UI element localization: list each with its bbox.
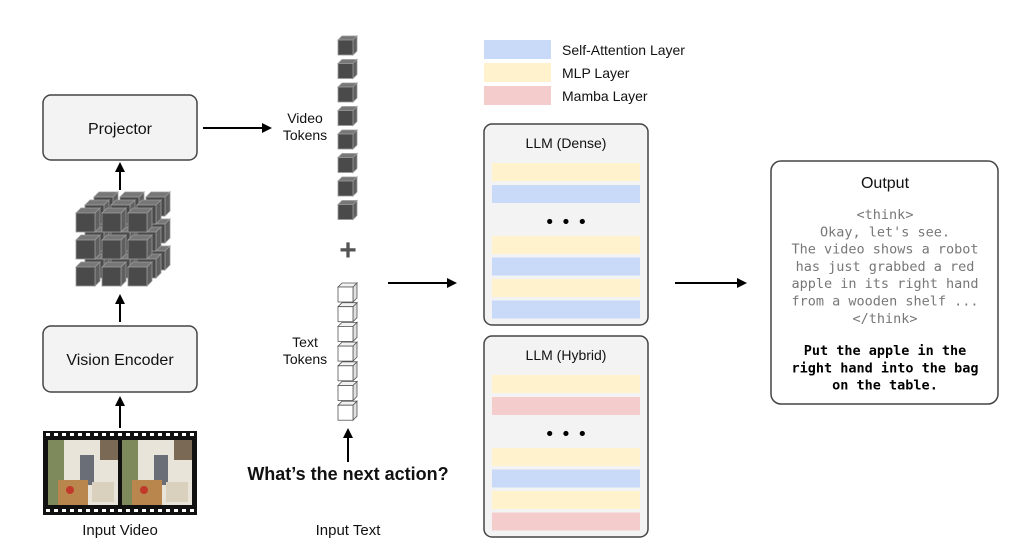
feature-cube xyxy=(75,261,101,287)
video-token-cube xyxy=(337,35,358,56)
video-token-cube xyxy=(337,176,358,197)
think-line: has just grabbed a red xyxy=(796,259,975,275)
legend-label-mlp: MLP Layer xyxy=(562,65,630,81)
text-token-cube xyxy=(337,360,358,382)
vision-encoder-box: Vision Encoder xyxy=(42,325,198,393)
llm-dense-box: LLM (Dense) • • • xyxy=(483,123,649,326)
video-tokens-column xyxy=(337,35,358,221)
feature-cube xyxy=(101,234,127,260)
legend: Self-Attention Layer MLP Layer Mamba Lay… xyxy=(484,40,685,105)
attention-layer xyxy=(492,185,640,203)
attention-layer xyxy=(492,469,640,488)
llm-dense-title: LLM (Dense) xyxy=(526,135,607,151)
output-title: Output xyxy=(861,175,910,192)
visual-feature-cube-grid xyxy=(75,191,171,287)
video-token-cube xyxy=(337,152,358,174)
feature-cube xyxy=(75,234,101,260)
plus-sign: + xyxy=(339,234,357,267)
video-token-cube xyxy=(337,105,358,127)
text-token-cube xyxy=(337,400,358,422)
think-line: The video shows a robot xyxy=(792,242,979,258)
think-text: <think>Okay, let's see. The video shows a… xyxy=(792,207,979,327)
mlp-layer xyxy=(492,236,640,254)
llm-hybrid-ellipsis: • • • xyxy=(544,424,587,445)
video-frame-2 xyxy=(122,440,192,505)
llm-hybrid-title: LLM (Hybrid) xyxy=(526,347,607,363)
feature-cube xyxy=(127,207,153,233)
mlp-layer xyxy=(492,491,640,509)
video-tokens-label-line2: Tokens xyxy=(283,127,327,143)
mlp-layer xyxy=(492,279,640,297)
attention-layer xyxy=(492,257,640,276)
projector-box: Projector xyxy=(42,94,198,161)
feature-cube xyxy=(127,261,153,287)
legend-swatch-mamba xyxy=(484,86,551,105)
mamba-layer xyxy=(492,397,640,415)
legend-swatch-attention xyxy=(484,40,551,59)
think-line: <think> xyxy=(857,207,914,223)
vision-encoder-label: Vision Encoder xyxy=(66,352,174,369)
answer-line: right hand into the bag xyxy=(792,360,979,376)
mlp-layer xyxy=(492,448,640,466)
legend-label-attention: Self-Attention Layer xyxy=(562,42,685,58)
video-token-cube xyxy=(337,58,358,80)
input-video-filmstrip xyxy=(43,431,197,515)
text-token-cube xyxy=(337,380,358,402)
llm-hybrid-box: LLM (Hybrid) • • • xyxy=(483,335,649,538)
feature-cube xyxy=(127,234,153,260)
text-token-cube xyxy=(337,282,358,303)
feature-cube xyxy=(75,207,101,233)
question-text: What’s the next action? xyxy=(247,464,448,484)
video-frame-1 xyxy=(48,440,118,505)
think-line: </think> xyxy=(852,311,917,327)
answer-line: Put the apple in the xyxy=(804,343,967,359)
output-box: Output <think>Okay, let's see. The video … xyxy=(770,160,999,405)
text-tokens-label-line2: Tokens xyxy=(283,351,327,367)
mlp-layer xyxy=(492,375,640,393)
think-line: from a wooden shelf ... xyxy=(792,294,979,310)
input-text-label: Input Text xyxy=(316,522,382,539)
input-video-label: Input Video xyxy=(82,522,158,539)
text-token-cube xyxy=(337,301,358,323)
legend-label-mamba: Mamba Layer xyxy=(562,88,648,104)
mlp-layer xyxy=(492,163,640,181)
text-token-cube xyxy=(337,341,358,363)
feature-cube xyxy=(101,261,127,287)
answer-line: on the table. xyxy=(832,378,938,394)
think-line: apple in its right hand xyxy=(792,276,979,292)
mamba-layer xyxy=(492,512,640,531)
feature-cube xyxy=(101,207,127,233)
llm-dense-ellipsis: • • • xyxy=(544,212,587,233)
video-tokens-label-line1: Video xyxy=(287,110,323,126)
text-tokens-column xyxy=(337,282,358,422)
video-token-cube xyxy=(337,129,358,150)
video-token-cube xyxy=(337,199,358,221)
projector-label: Projector xyxy=(88,121,153,138)
attention-layer xyxy=(492,300,640,319)
think-line: Okay, let's see. xyxy=(820,224,950,240)
text-tokens-label-line1: Text xyxy=(292,334,318,350)
video-token-cube xyxy=(337,82,358,103)
legend-swatch-mlp xyxy=(484,63,551,82)
text-token-cube xyxy=(337,321,358,343)
